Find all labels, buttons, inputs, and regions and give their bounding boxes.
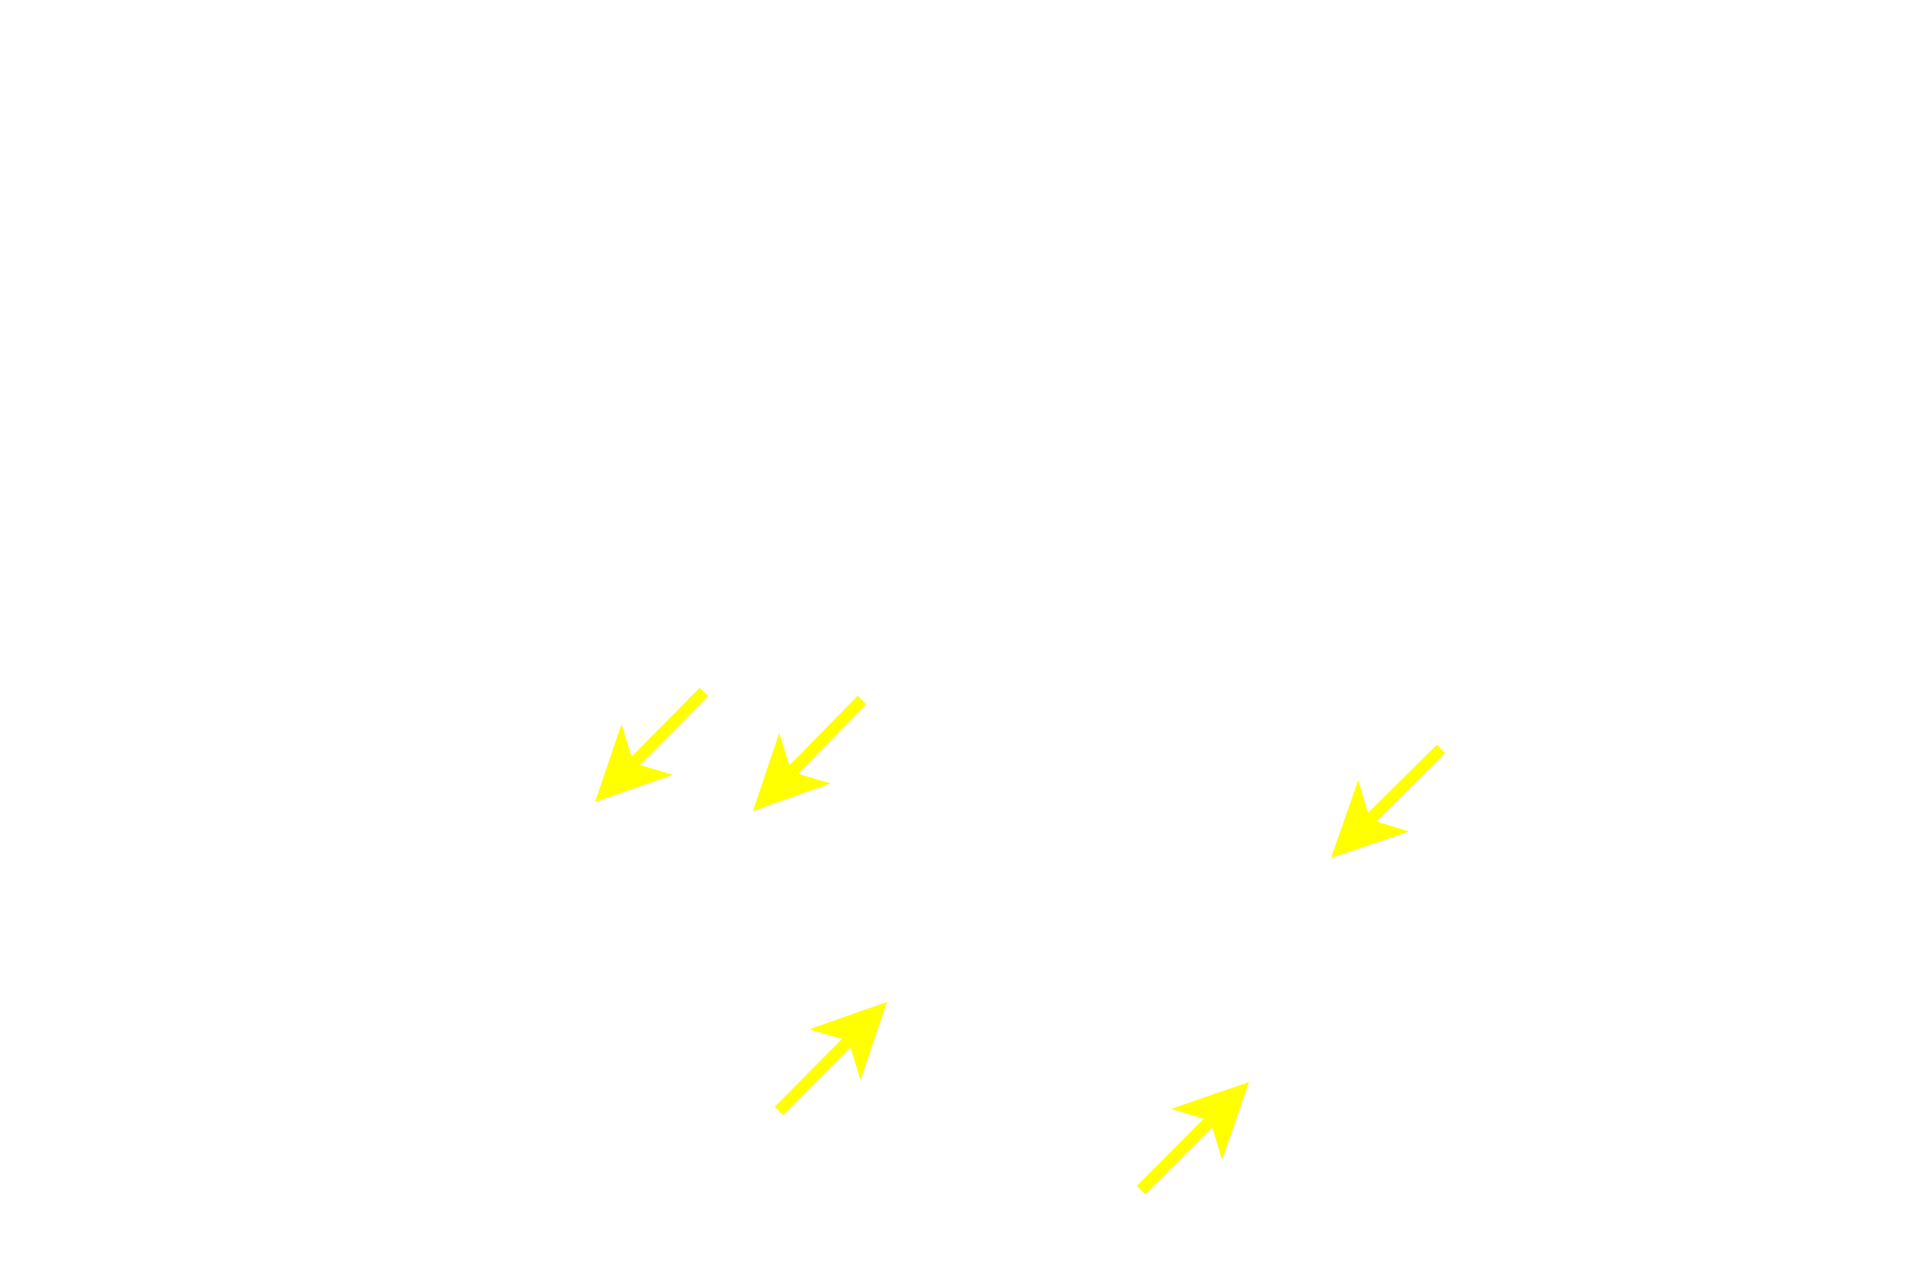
- arrow-up-right-icon: [774, 1002, 887, 1116]
- arrow-down-left-icon: [753, 695, 867, 811]
- arrow-up-right-icon: [1136, 1082, 1249, 1195]
- arrow-down-left-icon: [595, 687, 709, 802]
- arrow-down-left-icon: [1331, 744, 1446, 858]
